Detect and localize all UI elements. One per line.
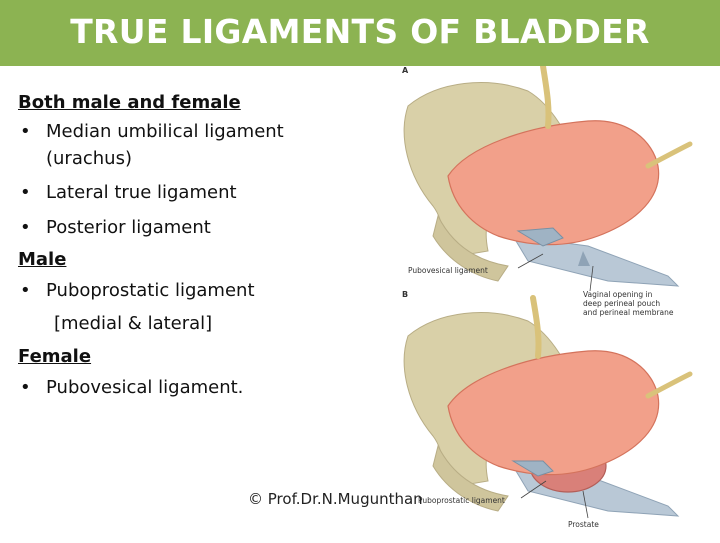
item-continuation: [medial & lateral] [54,313,213,334]
item-text: Puboprostatic ligament [46,280,255,301]
item-continuation: (urachus) [46,148,132,169]
list-item: • Posterior ligament [18,215,378,240]
list-item: • Pubovesical ligament. [18,375,378,400]
slide-title: TRUE LIGAMENTS OF BLADDER [70,12,650,51]
list-item: • Puboprostatic ligament [18,278,378,303]
bullet-icon: • [20,377,31,398]
panel-b-letter: B [402,290,409,299]
author-credit: © Prof.Dr.N.Mugunthan [248,490,423,508]
heading-both: Both male and female [18,92,241,113]
bullet-icon: • [20,280,31,301]
pubovesical-label: Pubovesical ligament [408,266,488,275]
item-text: Median umbilical ligament [46,121,284,142]
bladder-illustration [403,63,693,519]
list-item: • Lateral true ligament [18,180,378,205]
panel-a-letter: A [402,66,409,75]
prostate-label: Prostate [568,520,599,529]
vaginal-label-line1: Vaginal opening in [583,290,653,299]
list-item: • Median umbilical ligament [18,119,378,144]
item-text: Posterior ligament [46,217,211,238]
title-bar: TRUE LIGAMENTS OF BLADDER [0,0,720,66]
vaginal-label-line3: and perineal membrane [583,308,674,317]
panel-b-drawing [403,295,693,517]
item-text: Pubovesical ligament. [46,377,244,398]
anatomy-figure: A B Pubovesical ligament Vaginal opening… [378,63,720,539]
heading-male: Male [18,249,67,270]
item-text: Lateral true ligament [46,182,237,203]
heading-female: Female [18,346,92,367]
panel-a-drawing [403,63,693,287]
bullet-icon: • [20,121,31,142]
bullet-icon: • [20,217,31,238]
vaginal-label: Vaginal opening in deep perineal pouch a… [583,290,674,317]
puboprostatic-label: Puboprostatic ligament [418,496,505,505]
vaginal-label-line2: deep perineal pouch [583,299,661,308]
bullet-icon: • [20,182,31,203]
text-column: Both male and female • Median umbilical l… [18,92,378,400]
